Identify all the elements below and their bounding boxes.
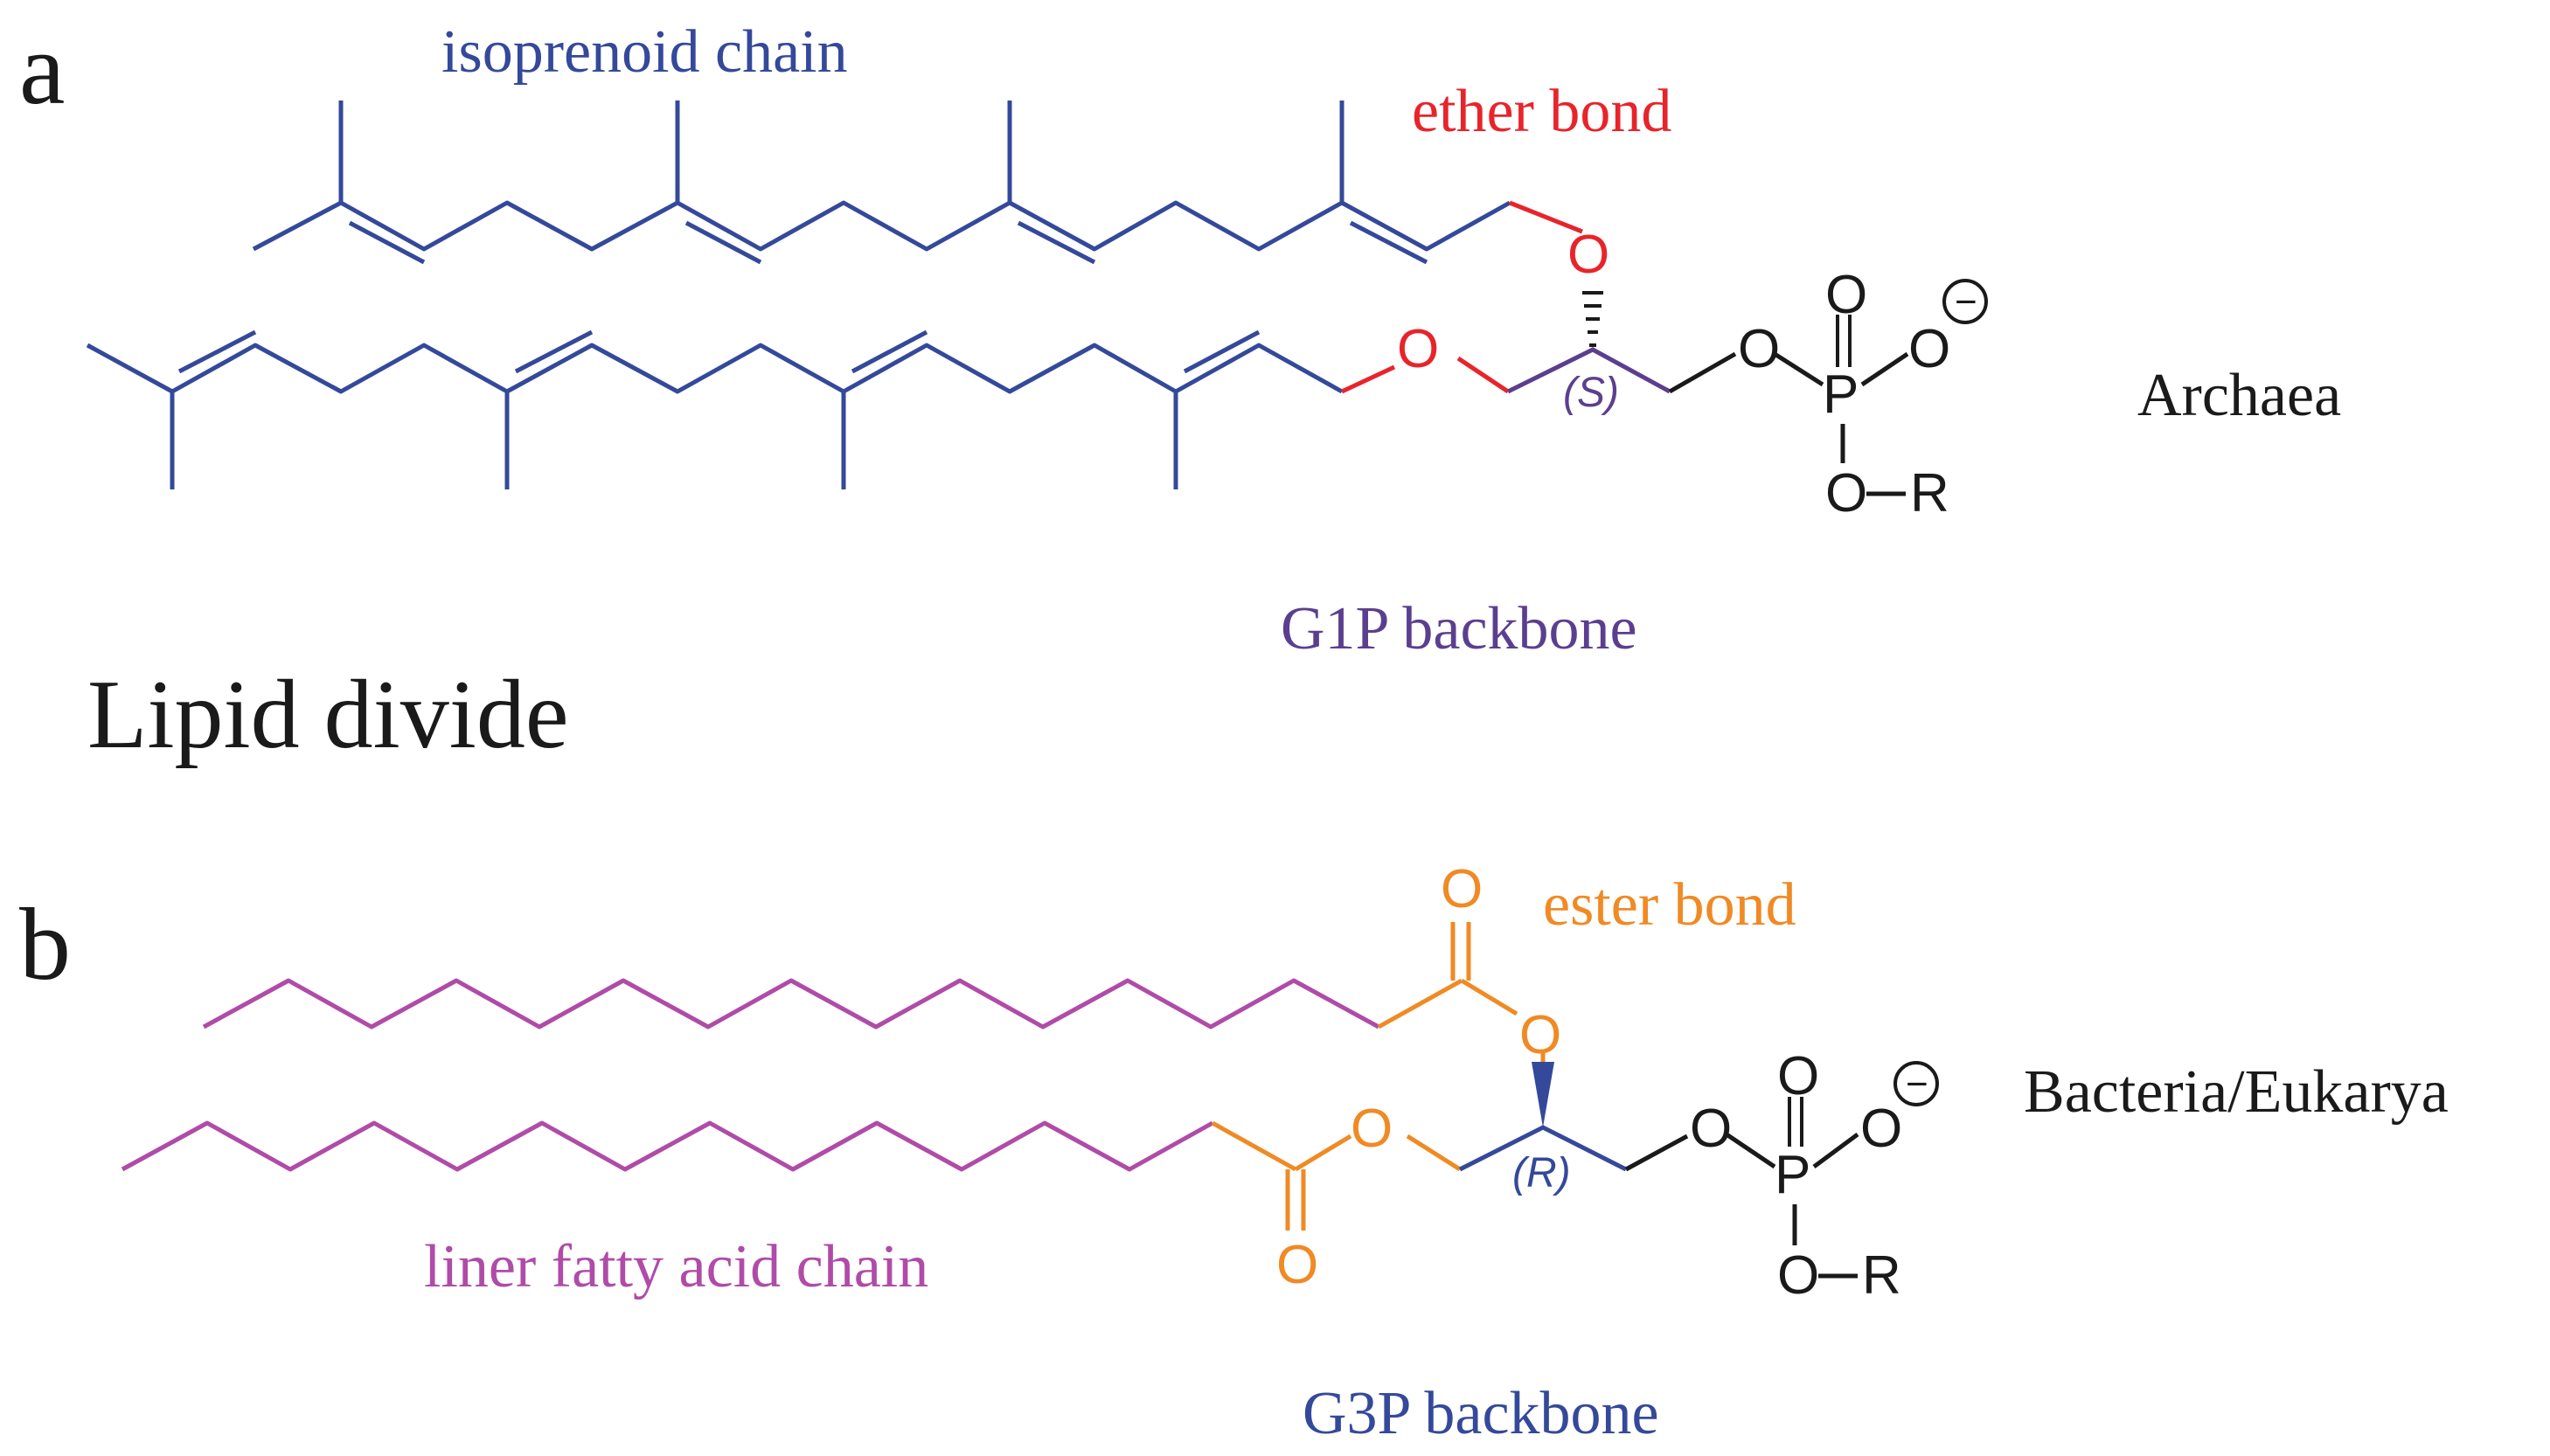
backbone-to-phosphate-a [1668,351,1737,394]
phosphorus-b: P [1775,1145,1810,1205]
archaea-label: Archaea [2137,362,2341,429]
backbone-to-phosphate-b [1624,1134,1689,1172]
panel-a: a isoprenoid chain ether bond G1P backbo… [19,11,2341,662]
phosphate-o-ester-a: O [1738,319,1780,379]
phosphate-o-r-b: O [1777,1245,1819,1306]
bacteria-eukarya-label: Bacteria/Eukarya [2024,1058,2449,1126]
phosphate-group-a: O P O O − O R [1738,265,1988,523]
phosphate-o-r-a: O [1825,463,1867,523]
upper-fatty-acid-chain [202,978,1380,1030]
ester-oxygen-lower: O [1351,1099,1393,1159]
ester-carbonyl-o-lower: O [1276,1235,1318,1295]
phosphate-o-double-a: O [1825,265,1867,325]
solid-wedge-r [1532,1062,1554,1127]
panel-b-letter: b [19,887,71,1002]
fatty-acid-chain-label: liner fatty acid chain [424,1233,928,1300]
phosphate-o-minus-b: O [1860,1099,1902,1159]
ester-bond-label: ester bond [1543,871,1796,939]
ester-carbonyl-o-upper: O [1441,859,1483,919]
r-group-b: R [1862,1245,1901,1306]
ether-link-upper [1509,200,1583,234]
ether-link-lower [1340,364,1396,394]
negative-charge-b: − [1906,1063,1928,1106]
ether-bond-label: ether bond [1412,78,1671,145]
g1p-backbone [1506,347,1671,394]
upper-ester-group [1377,922,1518,1030]
ether-link-lower-2 [1456,356,1510,394]
phosphate-o-minus-a: O [1908,319,1950,379]
negative-charge-a: − [1955,281,1977,323]
phosphorus-a: P [1823,364,1859,425]
g1p-backbone-label: G1P backbone [1281,595,1637,662]
stereo-s-label: (S) [1563,370,1619,416]
lower-ester-group [1211,1120,1462,1231]
isoprenoid-chain-label: isoprenoid chain [441,18,848,86]
negative-charge-circle-b [1893,1061,1939,1106]
lower-fatty-acid-chain [121,1120,1214,1172]
phosphate-o-ester-b: O [1690,1099,1732,1159]
hashed-wedge-s [1582,291,1603,347]
lipid-divide-label: Lipid divide [87,661,569,769]
r-group-a: R [1910,463,1949,523]
upper-isoprenoid-chain [252,101,1511,265]
ether-oxygen-upper: O [1567,225,1609,285]
ester-oxygen-upper: O [1519,1005,1561,1065]
phosphate-group-b: O P O O − O R [1690,1046,1939,1306]
negative-charge-circle-a [1942,279,1988,324]
lower-isoprenoid-chain [86,329,1344,489]
phosphate-o-double-b: O [1777,1046,1819,1106]
panel-b: b ester bond liner fatty acid chain G3P … [19,859,2449,1447]
stereo-r-label: (R) [1512,1150,1571,1196]
panel-a-letter: a [19,11,65,126]
ether-oxygen-lower: O [1397,319,1439,379]
g3p-backbone-label: G3P backbone [1303,1380,1659,1447]
